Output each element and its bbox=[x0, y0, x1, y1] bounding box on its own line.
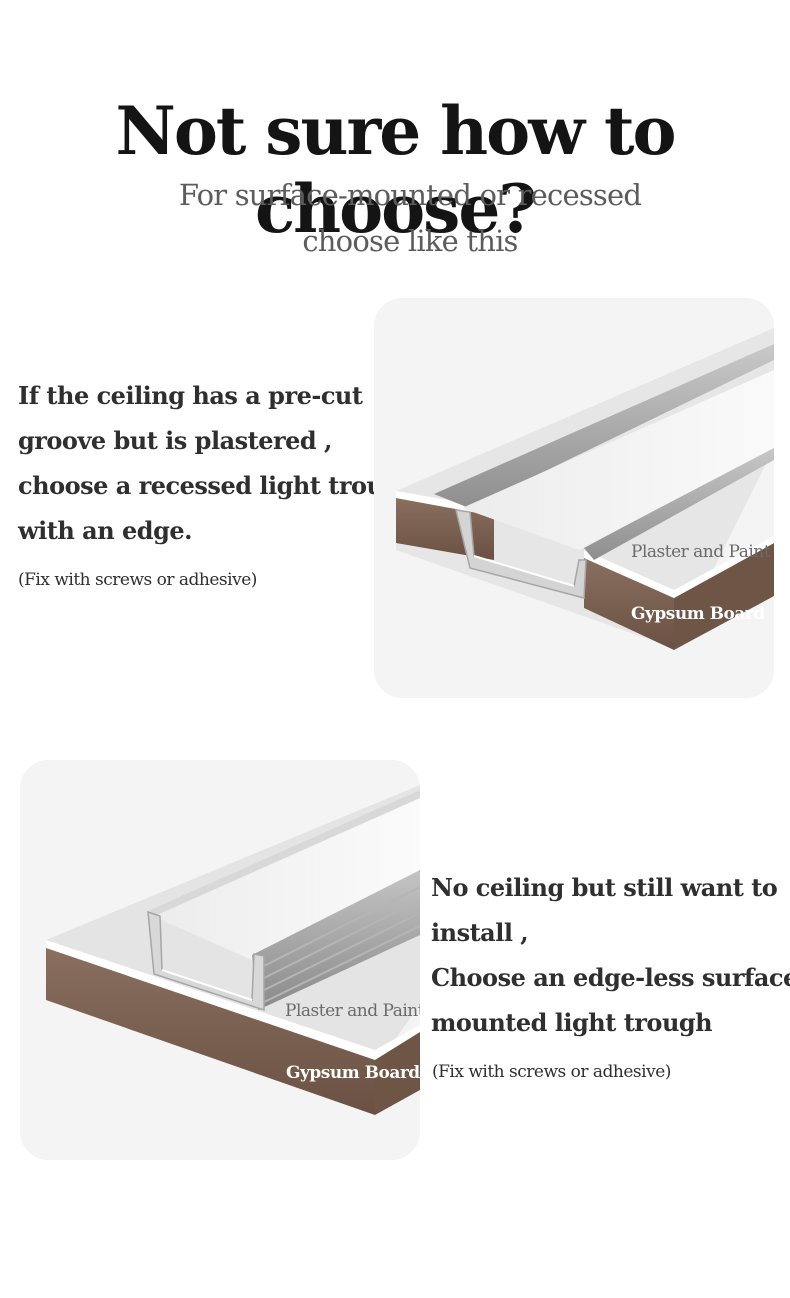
surface-trough-drawing bbox=[46, 785, 420, 1115]
description-line: install , bbox=[431, 918, 529, 947]
gypsum-label: Gypsum Board bbox=[631, 604, 765, 624]
description-line: with an edge. bbox=[18, 516, 192, 545]
surface-trough-illustration: Plaster and Paint Gypsum Board bbox=[20, 760, 420, 1160]
recessed-trough-drawing bbox=[396, 328, 774, 650]
description-line: choose a recessed light trough bbox=[18, 471, 417, 500]
recessed-trough-illustration: Plaster and Paint Gypsum Board bbox=[374, 298, 774, 698]
description-line: groove but is plastered , bbox=[18, 426, 332, 455]
subtitle-line: For surface-mounted or recessed bbox=[178, 178, 642, 212]
plaster-label: Plaster and Paint bbox=[285, 1001, 420, 1021]
recessed-description: If the ceiling has a pre-cut groove but … bbox=[18, 373, 417, 553]
subtitle-line: choose like this bbox=[302, 224, 518, 258]
surface-note: (Fix with screws or adhesive) bbox=[432, 1062, 671, 1082]
description-line: Choose an edge-less surface- bbox=[431, 963, 790, 992]
description-line: If the ceiling has a pre-cut bbox=[18, 381, 363, 410]
plaster-label: Plaster and Paint bbox=[631, 542, 771, 562]
recessed-note: (Fix with screws or adhesive) bbox=[18, 570, 257, 590]
description-line: mounted light trough bbox=[431, 1008, 713, 1037]
surface-description: No ceiling but still want to install , C… bbox=[431, 865, 790, 1045]
gypsum-label: Gypsum Board bbox=[286, 1063, 420, 1083]
page-title: Not sure how to choose? bbox=[115, 92, 676, 248]
description-line: No ceiling but still want to bbox=[431, 873, 778, 902]
page-subtitle: For surface-mounted or recessed choose l… bbox=[60, 172, 760, 264]
